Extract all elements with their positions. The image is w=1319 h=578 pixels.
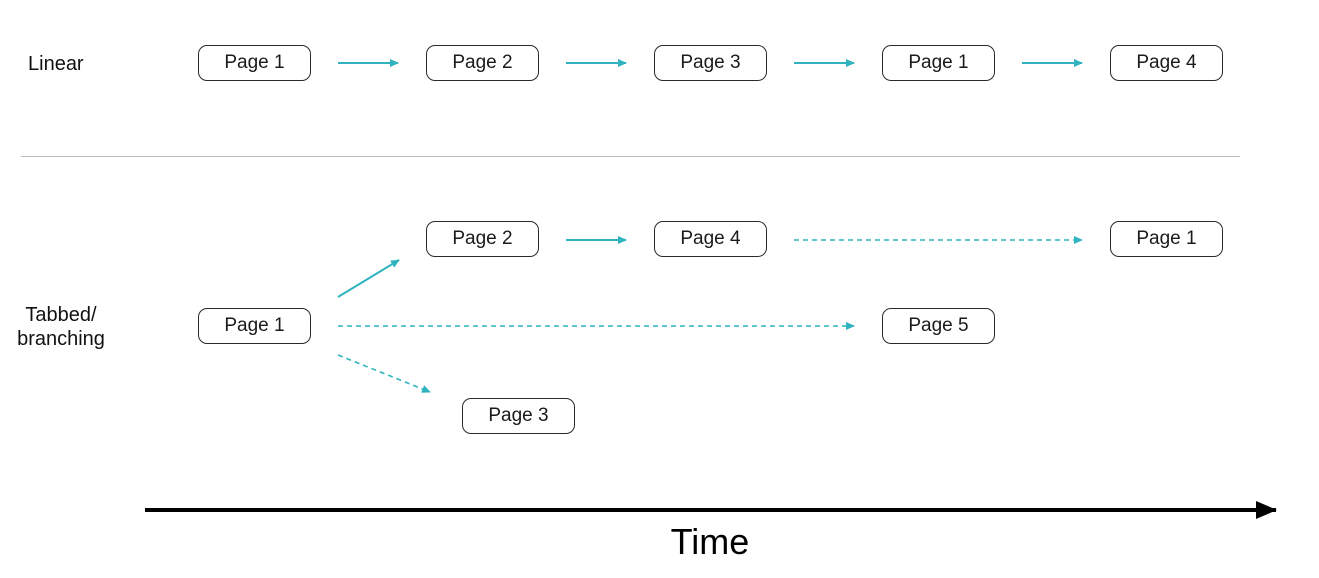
linear-node-5: Page 4	[1110, 45, 1223, 81]
linear-node-2: Page 2	[426, 45, 539, 81]
row-label-tabbed-line1: Tabbed/	[25, 304, 97, 326]
row-label-tabbed-line2: branching	[17, 328, 105, 350]
row-label-linear: Linear	[28, 53, 84, 75]
time-axis-label: Time	[670, 521, 750, 562]
branch-top-node-2: Page 4	[654, 221, 767, 257]
linear-node-4: Page 1	[882, 45, 995, 81]
linear-node-3: Page 3	[654, 45, 767, 81]
branch-arrow-root-to-page3-dashed	[337, 354, 431, 393]
branch-arrow-root-to-page2	[337, 259, 400, 298]
section-divider	[21, 156, 1240, 157]
linear-node-1: Page 1	[198, 45, 311, 81]
branch-top-node-3: Page 1	[1110, 221, 1223, 257]
branch-root-node: Page 1	[198, 308, 311, 344]
branch-top-node-1: Page 2	[426, 221, 539, 257]
branch-middle-node: Page 5	[882, 308, 995, 344]
row-label-tabbed: Tabbed/ branching	[10, 303, 112, 351]
branch-bottom-node: Page 3	[462, 398, 575, 434]
